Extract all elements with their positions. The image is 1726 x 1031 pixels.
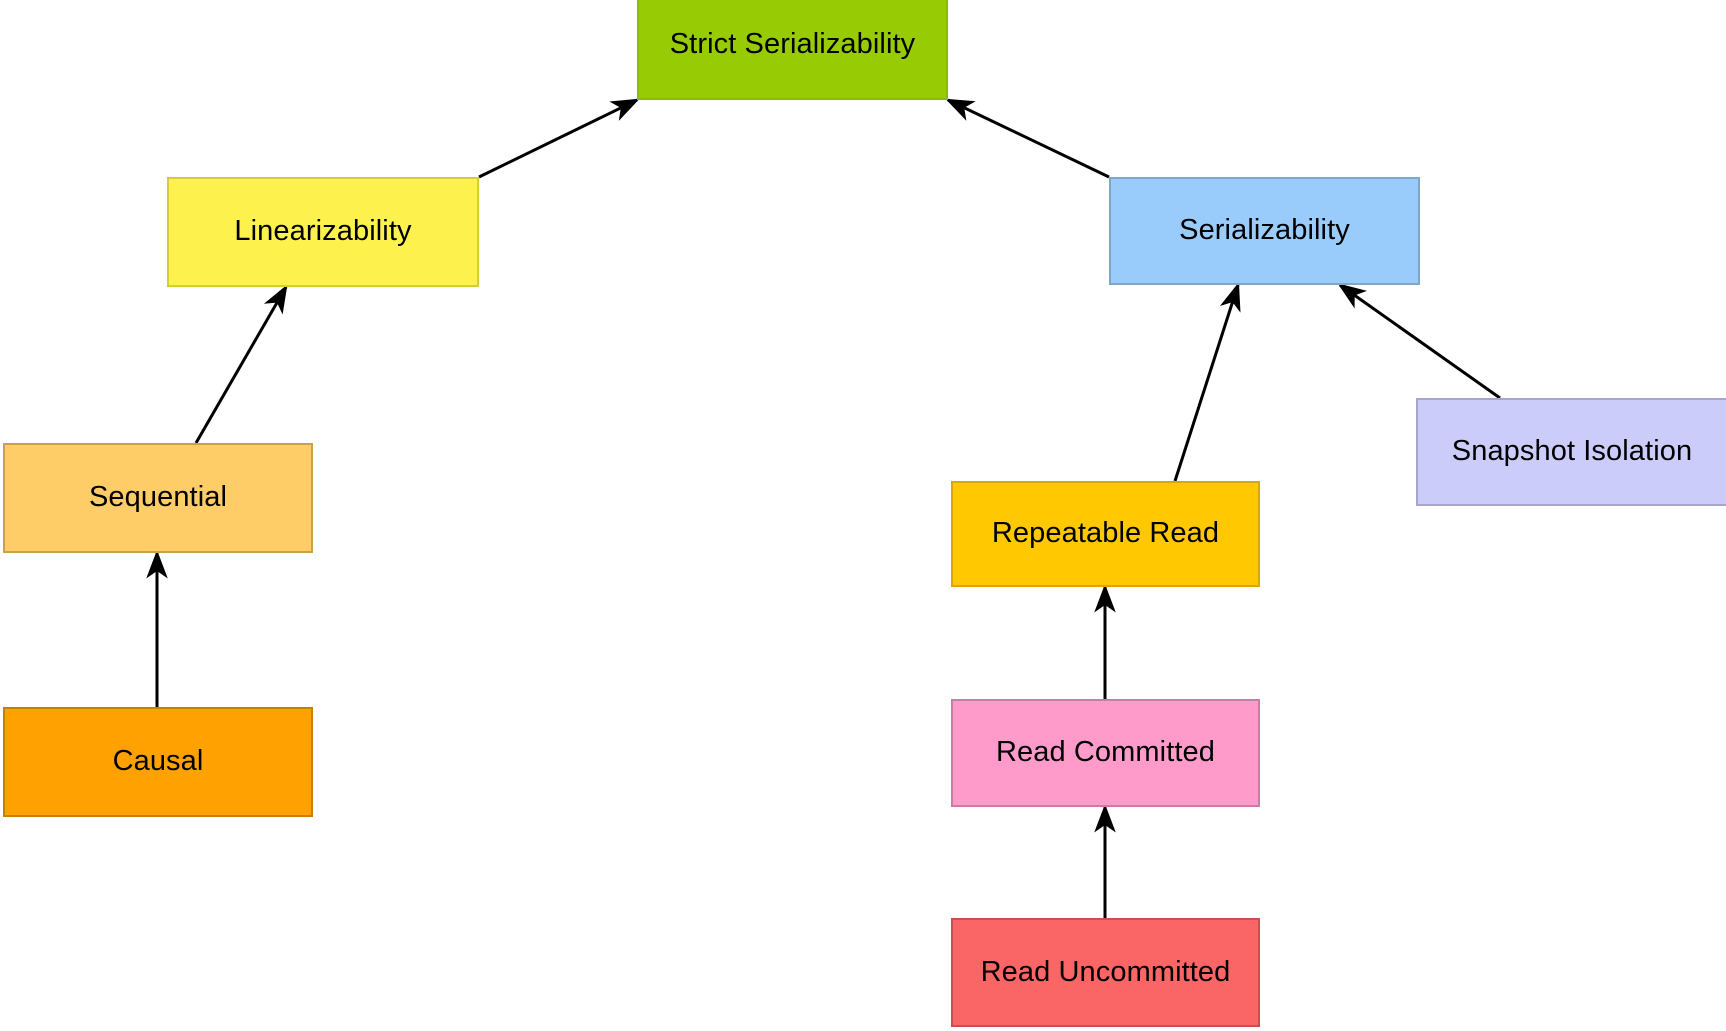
node-sequential[interactable]: Sequential	[3, 443, 313, 553]
node-label-read-committed: Read Committed	[996, 736, 1215, 769]
node-label-snapshot-isolation: Snapshot Isolation	[1451, 435, 1693, 468]
node-read-committed[interactable]: Read Committed	[951, 699, 1260, 807]
node-read-uncommitted[interactable]: Read Uncommitted	[951, 918, 1260, 1027]
edge-snapshot-isolation-to-serializability	[1337, 283, 1501, 400]
node-serializability[interactable]: Serializability	[1109, 177, 1420, 285]
edge-repeatable-read-to-serializability	[1173, 282, 1241, 482]
node-linearizability[interactable]: Linearizability	[167, 177, 479, 287]
edge-serializability-to-strict-serializability	[945, 98, 1110, 179]
edge-sequential-to-linearizability	[194, 284, 288, 444]
node-snapshot-isolation[interactable]: Snapshot Isolation	[1416, 398, 1726, 506]
node-label-causal: Causal	[112, 745, 204, 778]
node-causal[interactable]: Causal	[3, 707, 313, 817]
node-label-repeatable-read: Repeatable Read	[991, 517, 1220, 550]
node-label-linearizability: Linearizability	[234, 215, 412, 248]
node-label-strict-serializability: Strict Serializability	[669, 28, 916, 61]
node-repeatable-read[interactable]: Repeatable Read	[951, 481, 1260, 587]
node-label-sequential: Sequential	[88, 481, 228, 514]
edge-linearizability-to-strict-serializability	[478, 98, 640, 179]
node-strict-serializability[interactable]: Strict Serializability	[637, 0, 948, 100]
node-label-serializability: Serializability	[1179, 214, 1350, 247]
node-label-read-uncommitted: Read Uncommitted	[980, 955, 1231, 988]
